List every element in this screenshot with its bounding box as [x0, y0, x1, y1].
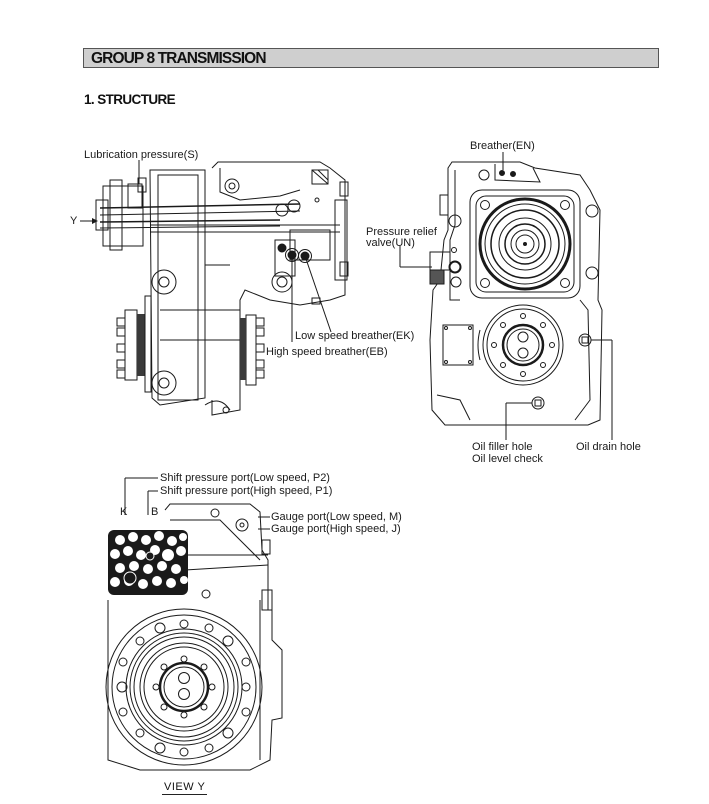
high-speed-breather-label: High speed breather(EB): [266, 346, 388, 358]
low-speed-breather-label: Low speed breather(EK): [295, 330, 415, 342]
oil-drain-hole-label: Oil drain hole: [576, 441, 641, 453]
oil-level-check-label: Oil level check: [472, 453, 543, 465]
shift-port-high-label: Shift pressure port(High speed, P1): [160, 485, 333, 497]
view-y-drawing: [105, 477, 283, 771]
pressure-relief-label-line1: Pressure relief: [366, 226, 437, 238]
gauge-port-low-label: Gauge port(Low speed, M): [271, 511, 402, 523]
lubrication-pressure-label: Lubrication pressure(S): [84, 149, 199, 161]
pressure-relief-label-line2: valve(UN): [366, 237, 415, 249]
side-view-drawing: [80, 160, 349, 416]
port-k-label: K: [120, 506, 128, 518]
view-y-arrow-label: Y: [70, 215, 78, 227]
breather-label: Breather(EN): [470, 140, 535, 152]
oil-filler-hole-label: Oil filler hole: [472, 441, 533, 453]
port-b-label: B: [151, 506, 159, 518]
group-title: GROUP 8 TRANSMISSION: [91, 50, 267, 67]
front-view-drawing: [399, 152, 613, 440]
section-header-bar: GROUP 8 TRANSMISSION: [83, 48, 659, 68]
view-y-caption: VIEW Y: [162, 781, 208, 795]
section-title: 1. STRUCTURE: [84, 92, 176, 107]
gauge-port-high-label: Gauge port(High speed, J): [271, 523, 401, 535]
shift-port-low-label: Shift pressure port(Low speed, P2): [160, 472, 330, 484]
